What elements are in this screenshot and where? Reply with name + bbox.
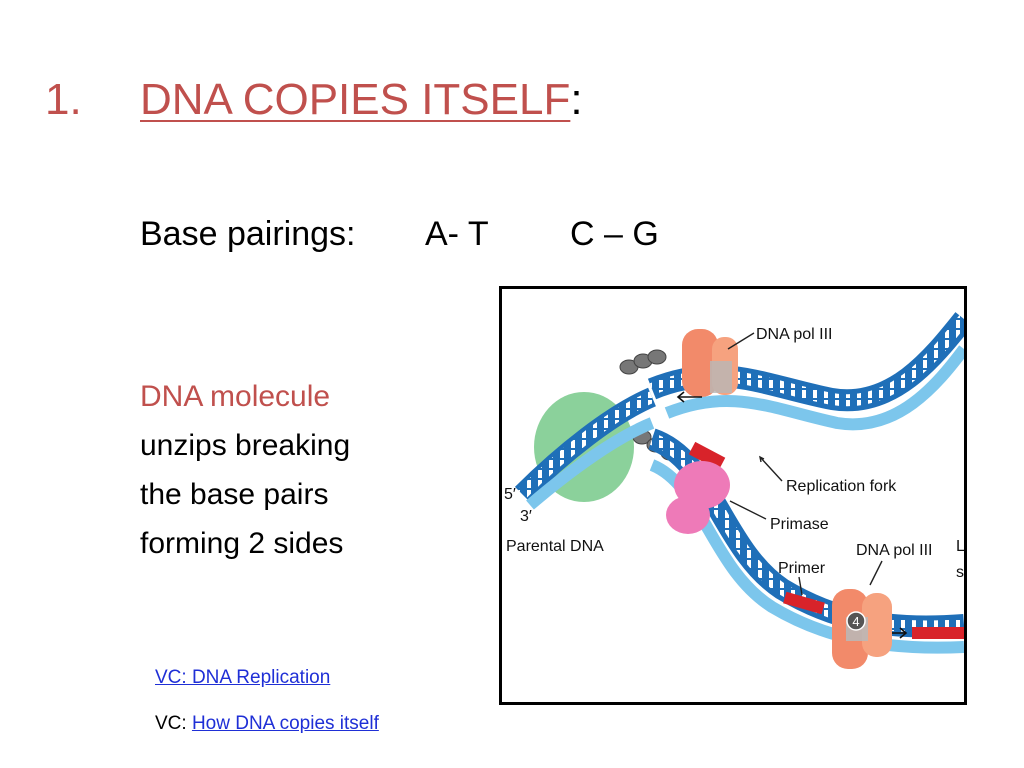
link-row-2: VC: How DNA copies itself: [155, 712, 379, 736]
label-dna-pol-bottom: DNA pol III: [856, 542, 932, 559]
pair-a-t: A- T: [425, 215, 489, 253]
dna-pol-top-shape: [682, 329, 738, 397]
body-line-3: the base pairs: [140, 478, 329, 511]
leading-strand-new: [664, 345, 964, 431]
dna-replication-figure: 4 DNA pol III Replication fork Pr: [499, 286, 967, 705]
marker-label: 4: [852, 614, 859, 629]
base-pairings-label: Base pairings:: [140, 215, 356, 253]
link-row-1: VC: DNA Replication: [155, 666, 330, 690]
parental-strand-b: [526, 417, 655, 510]
label-primase: Primase: [770, 516, 829, 533]
label-five-prime: 5′: [504, 486, 516, 503]
link-prefix: VC:: [155, 713, 192, 734]
slide-title: DNA COPIES ITSELF:: [140, 74, 583, 126]
label-replication-fork: Replication fork: [786, 478, 897, 495]
dna-pol-bottom-shape: 4: [832, 589, 892, 669]
marker-circle: [846, 611, 866, 631]
primase-shape-lower: [666, 496, 710, 534]
body-text: DNA molecule unzips breaking the base pa…: [140, 372, 440, 568]
link-how-dna-copies[interactable]: How DNA copies itself: [191, 713, 379, 734]
direction-arrows: [676, 391, 908, 639]
slide-title-text: DNA COPIES ITSELF: [140, 75, 571, 124]
label-edge-letter-1: L: [956, 538, 964, 555]
leader-lines: [727, 332, 883, 596]
pair-c-g: C – G: [570, 215, 659, 253]
body-line-4: forming 2 sides: [140, 527, 344, 560]
base-pairings: Base pairings: A- T C – G: [140, 212, 659, 256]
parental-strand-a-teeth: [517, 391, 655, 499]
body-line-2: unzips breaking: [140, 429, 351, 462]
label-primer: Primer: [778, 560, 826, 577]
slide-title-colon: :: [570, 75, 583, 124]
primer-segments: [688, 441, 964, 639]
link-dna-replication[interactable]: VC: DNA Replication: [155, 667, 331, 688]
title-number: 1.: [45, 75, 82, 124]
label-edge-letter-2: s: [956, 564, 964, 581]
label-parental-dna: Parental DNA: [506, 538, 604, 555]
label-dna-pol-top: DNA pol III: [756, 326, 832, 343]
dna-replication-diagram: 4 DNA pol III Replication fork Pr: [504, 312, 964, 669]
body-accent: DNA molecule: [140, 380, 331, 413]
label-three-prime: 3′: [520, 508, 532, 525]
